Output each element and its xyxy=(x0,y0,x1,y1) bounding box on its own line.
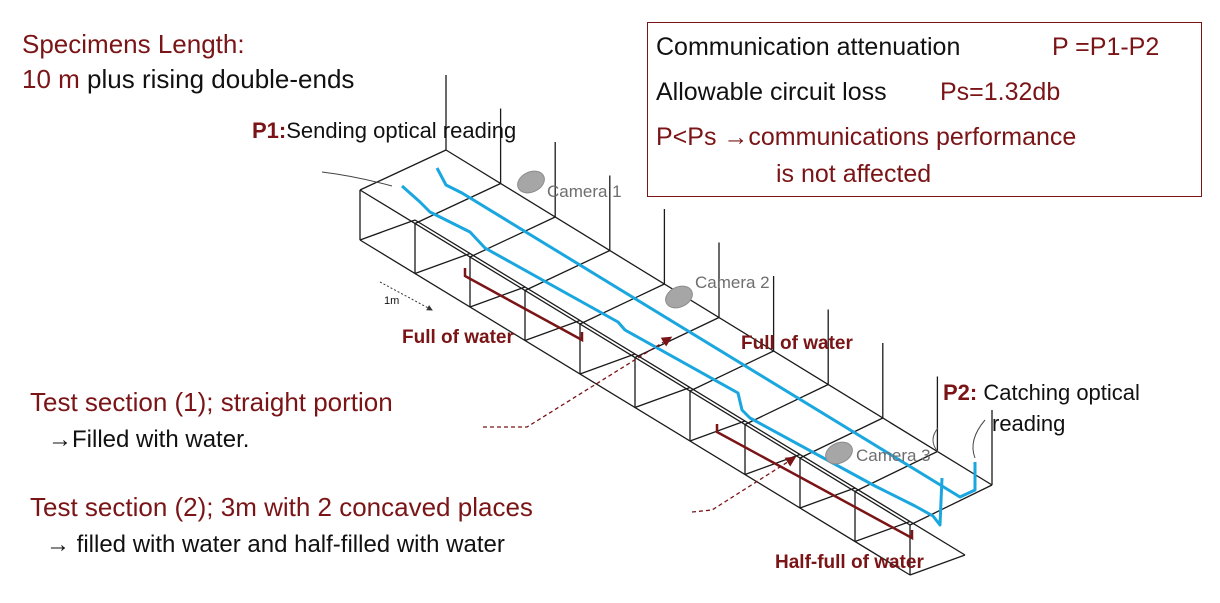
attenuation-info-box: Communication attenuation P =P1-P2 Allow… xyxy=(647,22,1202,197)
frame-cross-beam xyxy=(359,149,447,191)
half-full-water-label: Half-full of water xyxy=(775,552,924,573)
fiber-upper xyxy=(435,167,977,499)
attenuation-formula: P =P1-P2 xyxy=(1052,33,1160,61)
p2-tag: P2: xyxy=(943,380,978,405)
p2-label: P2: Catching optical xyxy=(943,382,1140,404)
attenuation-label: Communication attenuation xyxy=(656,33,961,61)
performance-condition-cont: is not affected xyxy=(776,160,932,188)
camera-2-icon xyxy=(665,285,693,309)
frame-bottom-beam xyxy=(799,487,856,509)
frame-bottom-beam xyxy=(524,319,581,342)
p1-tag: P1: xyxy=(252,118,287,143)
p1-label: P1:Sending optical reading xyxy=(252,120,516,142)
specimen-length-rest: plus rising double-ends xyxy=(79,64,355,94)
frame-bottom-beam xyxy=(359,219,416,241)
p2-text-2: reading xyxy=(992,411,1066,436)
camera-2-label: Camera 2 xyxy=(695,273,770,292)
frame-cross-beam xyxy=(579,283,665,325)
allowable-loss-label: Allowable circuit loss xyxy=(656,78,887,106)
camera-3-label: Camera 3 xyxy=(856,446,931,465)
full-water-label-2: Full of water xyxy=(741,333,853,354)
frame-bottom-beam xyxy=(909,554,966,576)
camera-1-label: Camera 1 xyxy=(547,182,622,201)
full-water-marker-2 xyxy=(715,424,914,541)
p2-curl xyxy=(932,427,939,453)
scale-label: 1m xyxy=(384,295,400,307)
performance-condition: P<Ps →communications performance xyxy=(656,123,1077,151)
frame-cross-beam xyxy=(524,249,611,292)
frame-cross-beam xyxy=(689,350,774,392)
trough-frame xyxy=(359,75,993,576)
pointer-arrow-section-2 xyxy=(691,456,797,513)
frame-cross-beam xyxy=(414,182,501,225)
p1-text: Sending optical reading xyxy=(286,118,517,143)
frame-bottom-beam xyxy=(634,386,691,409)
frame-bottom-beam xyxy=(414,252,471,275)
scale-dimension-arrow xyxy=(379,281,433,311)
frame-cross-beam xyxy=(744,383,829,426)
test-section-1-title: Test section (1); straight portion xyxy=(30,387,393,417)
camera-1-icon xyxy=(517,170,545,194)
p2-text-1: Catching optical xyxy=(983,380,1140,405)
test-section-2-title: Test section (2); 3m with 2 concaved pla… xyxy=(30,492,533,522)
specimen-length-value: 10 m xyxy=(22,64,80,94)
test-section-2-desc: → filled with water and half-filled with… xyxy=(46,531,505,558)
test-section-1-desc: →Filled with water. xyxy=(48,426,250,453)
frame-cross-beam xyxy=(854,450,938,493)
p1-leader-line xyxy=(321,171,393,187)
frame-cross-beam xyxy=(909,484,993,526)
frame-cross-beam xyxy=(634,316,720,359)
p2-leader-line xyxy=(972,419,986,459)
pointer-arrows xyxy=(483,336,797,513)
pointer-arrow-section-1 xyxy=(483,336,673,428)
fiber-lower xyxy=(401,184,944,527)
frame-bottom-beam xyxy=(469,286,526,308)
camera-3-icon xyxy=(825,441,853,465)
allowable-loss-value: Ps=1.32db xyxy=(940,78,1061,106)
water-section-markers xyxy=(463,268,914,541)
optical-fibers xyxy=(401,167,977,527)
full-water-label-1: Full of water xyxy=(402,327,514,348)
frame-cross-beam xyxy=(469,216,556,258)
specimen-length: 10 m plus rising double-ends xyxy=(22,66,354,92)
specimen-heading: Specimens Length: xyxy=(22,29,245,59)
frame-bottom-beam xyxy=(579,353,636,375)
full-water-marker-1 xyxy=(463,268,584,343)
cameras xyxy=(517,170,853,465)
frame-bottom-beam xyxy=(854,520,911,543)
